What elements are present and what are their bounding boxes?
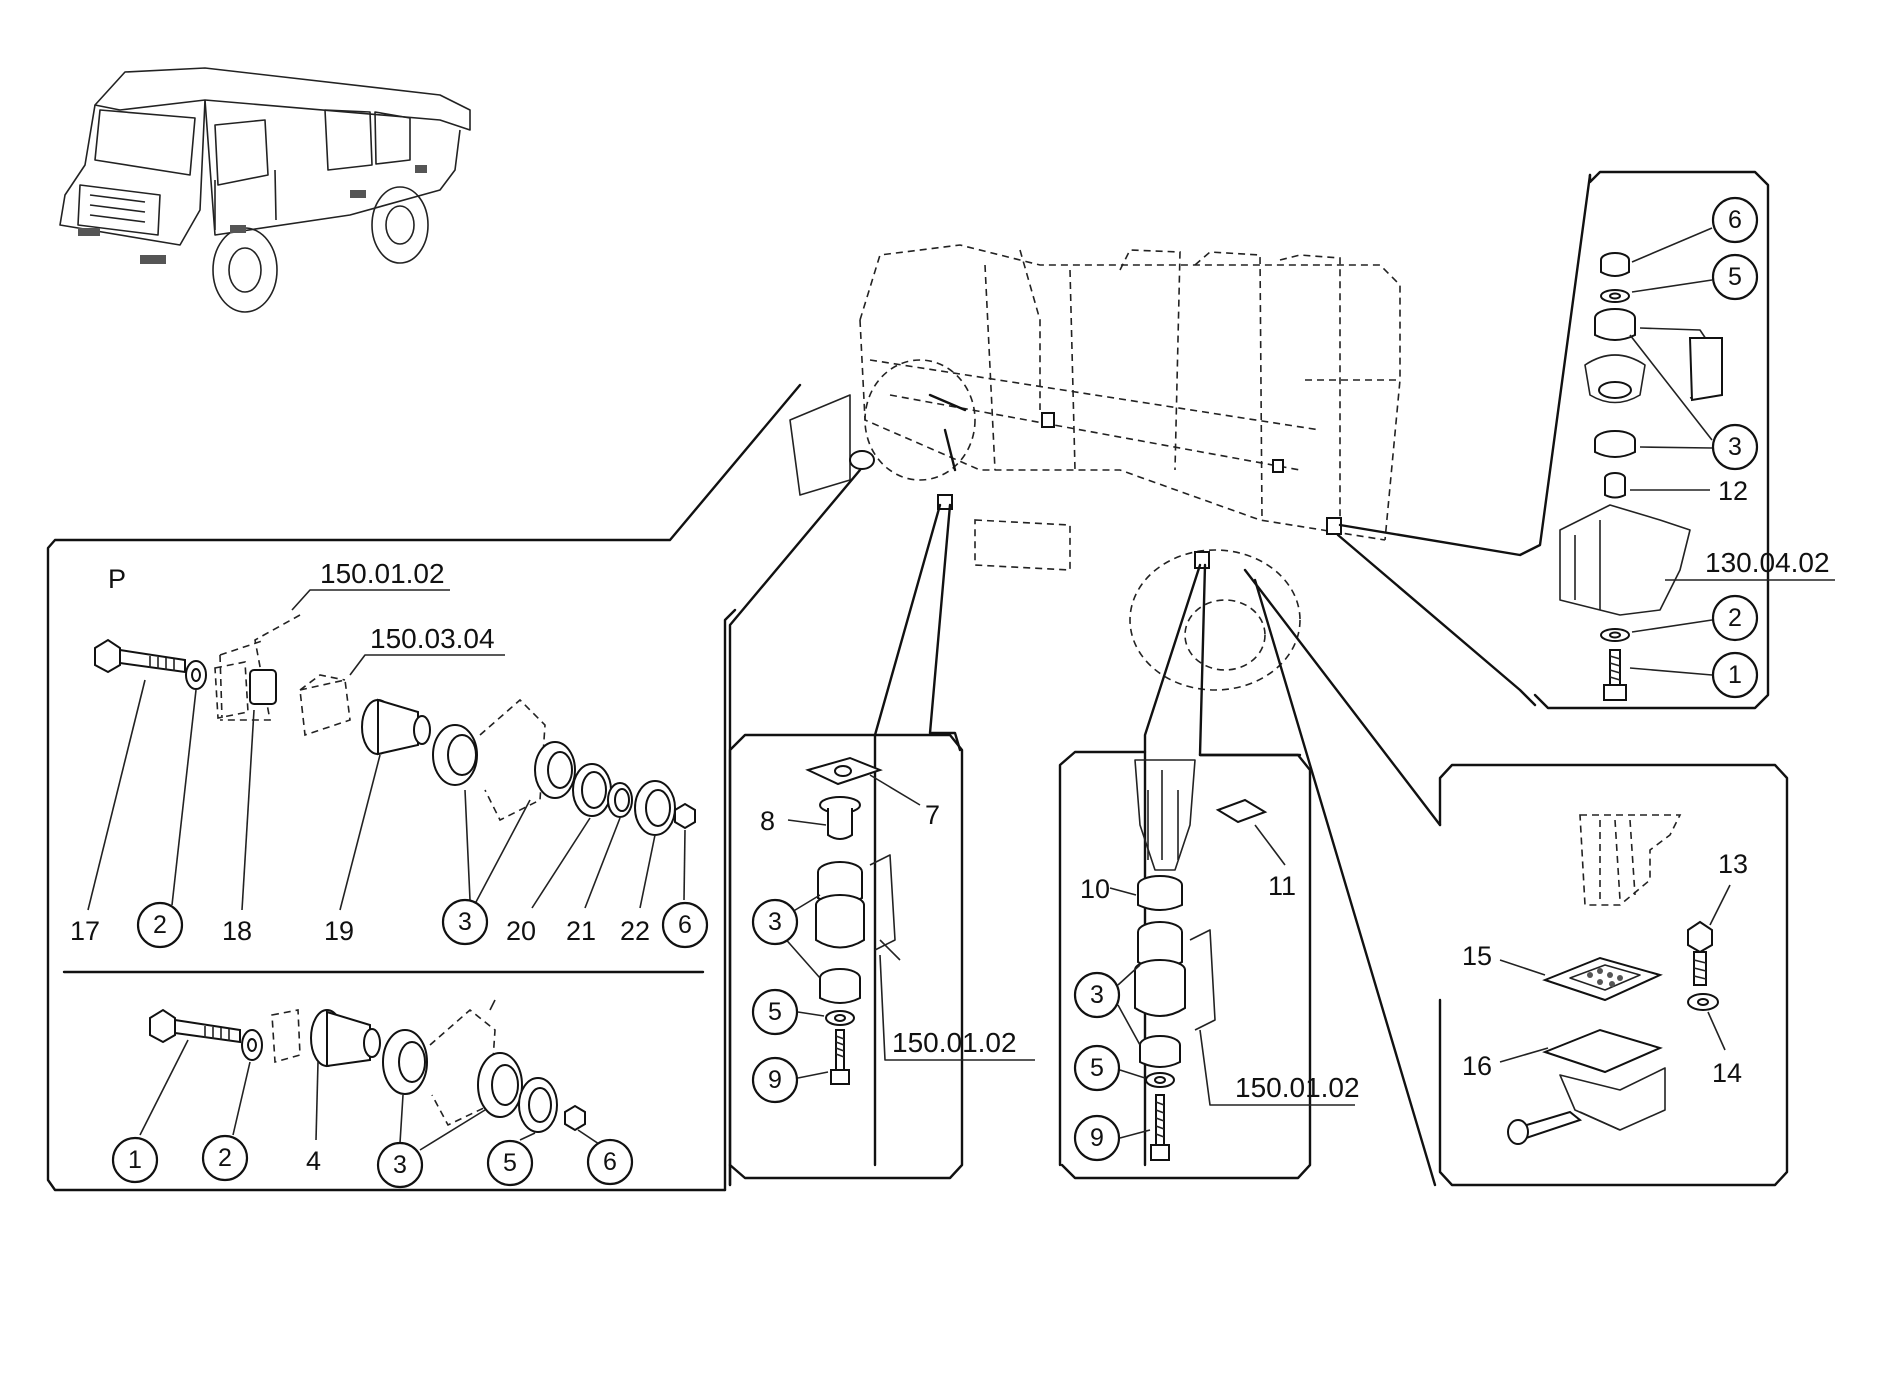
part-number: 11 <box>1268 871 1296 901</box>
section-letter-p: P <box>108 564 126 594</box>
part-number: 1 <box>128 1146 142 1174</box>
part-number: 5 <box>768 998 782 1026</box>
part-number: 20 <box>506 916 536 946</box>
part-number: 3 <box>1090 981 1104 1009</box>
part-number: 10 <box>1080 874 1110 904</box>
part-number: 3 <box>393 1151 407 1179</box>
part-number: 9 <box>768 1066 782 1094</box>
part-number: 13 <box>1718 849 1748 879</box>
part-number: 1 <box>1728 661 1742 689</box>
part-number: 2 <box>218 1144 232 1172</box>
ref-label: 150.01.02 <box>320 558 445 589</box>
panel-mount-1: 7 8 3 5 9 150.01.02 <box>728 733 1035 1187</box>
part-number: 7 <box>925 800 940 830</box>
part-number: 19 <box>324 916 354 946</box>
ref-label: 150.01.02 <box>1235 1072 1360 1103</box>
panel-mount-3: 15 16 13 14 <box>1438 763 1789 1187</box>
leader-lines <box>46 173 1592 1192</box>
part-number: 8 <box>760 806 775 836</box>
part-number: 9 <box>1090 1124 1104 1152</box>
part-number: 6 <box>603 1148 617 1176</box>
part-number: 15 <box>1462 941 1492 971</box>
part-number: 17 <box>70 916 100 946</box>
part-number: 3 <box>768 908 782 936</box>
part-number: 21 <box>566 916 596 946</box>
part-number: 6 <box>1728 206 1742 234</box>
part-number: 4 <box>306 1146 321 1176</box>
ref-label: 150.01.02 <box>892 1027 1017 1058</box>
part-number: 3 <box>458 908 472 936</box>
part-number: 22 <box>620 916 650 946</box>
part-number: 14 <box>1712 1058 1742 1088</box>
part-number: 5 <box>1728 263 1742 291</box>
part-number: 2 <box>153 911 167 939</box>
panel-p: P 150.01.02 150.03.04 <box>62 558 737 1192</box>
panel-mount-2: 11 10 3 5 9 150.01.02 <box>1058 750 1360 1180</box>
ref-label: 150.03.04 <box>370 623 495 654</box>
part-number: 18 <box>222 916 252 946</box>
vehicle-chassis <box>789 244 1401 691</box>
vehicle-thumbnail <box>59 67 471 313</box>
panel-mount-4: 6 5 3 12 130.04.02 2 <box>1533 170 1835 710</box>
part-number: 5 <box>1090 1054 1104 1082</box>
part-number: 3 <box>1728 433 1742 461</box>
part-number: 2 <box>1728 604 1742 632</box>
part-number: 6 <box>678 911 692 939</box>
part-number: 12 <box>1718 476 1748 506</box>
part-number: 5 <box>503 1149 517 1177</box>
ref-label: 130.04.02 <box>1705 547 1830 578</box>
part-number: 16 <box>1462 1051 1492 1081</box>
